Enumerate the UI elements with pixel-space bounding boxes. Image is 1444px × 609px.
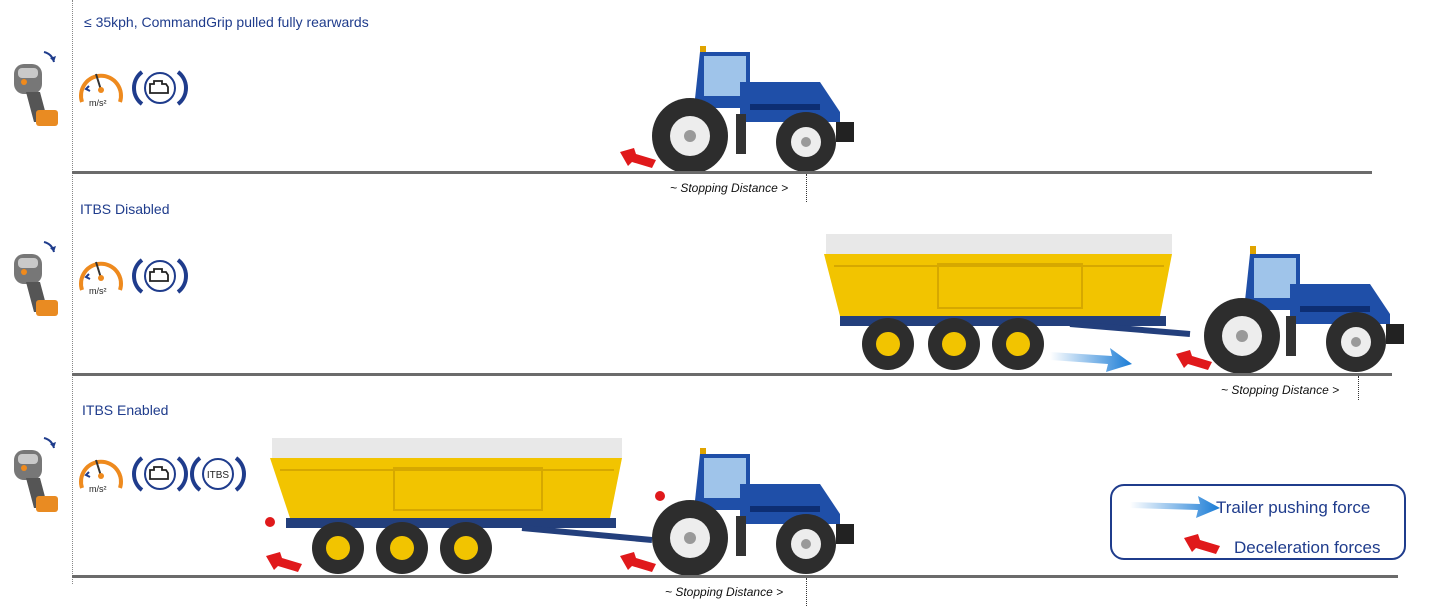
itbs-brake-icon: ITBS: [190, 456, 246, 492]
gauge-unit: m/s²: [89, 286, 107, 296]
tractor: [652, 46, 854, 174]
legend-trailer-push: Trailer pushing force: [1216, 498, 1371, 517]
tractor: [652, 448, 854, 576]
deceleration-gauge-icon: m/s²: [79, 261, 123, 296]
itbs-label: ITBS: [207, 470, 230, 481]
trailer-push-arrow: [1050, 348, 1132, 372]
ground-line: [72, 171, 1372, 174]
engine-brake-icon: [132, 456, 188, 492]
engine-brake-icon: [132, 258, 188, 294]
legend-deceleration: Deceleration forces: [1234, 538, 1381, 557]
tractor: [1204, 246, 1404, 374]
stopping-distance-label: ~ Stopping Distance >: [1221, 383, 1340, 397]
row-1-title: ≤ 35kph, CommandGrip pulled fully rearwa…: [84, 14, 369, 30]
commandgrip-lever-icon: [14, 241, 58, 316]
gauge-unit: m/s²: [89, 98, 107, 108]
stopping-distance-label: ~ Stopping Distance >: [670, 181, 789, 195]
commandgrip-lever-icon: [14, 437, 58, 512]
trailer-push-arrow: [1130, 496, 1220, 518]
stopping-marker: [806, 174, 807, 202]
deceleration-arrow: [1176, 350, 1212, 370]
deceleration-arrow: [620, 552, 656, 572]
stopping-distance-label: ~ Stopping Distance >: [665, 585, 784, 599]
commandgrip-lever-icon: [14, 51, 58, 126]
trailer: [824, 234, 1191, 370]
deceleration-arrow: [620, 148, 656, 168]
stopping-marker: [1358, 376, 1359, 400]
deceleration-arrow: [266, 552, 302, 572]
legend-box: Trailer pushing force Deceleration force…: [1110, 484, 1406, 560]
deceleration-gauge-icon: m/s²: [79, 459, 123, 494]
deceleration-gauge-icon: m/s²: [79, 73, 123, 108]
trailer: [265, 438, 653, 574]
engine-brake-icon: [132, 70, 188, 106]
deceleration-arrow: [1184, 534, 1220, 554]
gauge-unit: m/s²: [89, 484, 107, 494]
ground-line: [72, 373, 1392, 376]
row-3-title: ITBS Enabled: [82, 402, 169, 418]
row-2-title: ITBS Disabled: [80, 201, 170, 217]
ground-line: [72, 575, 1398, 578]
stopping-marker: [806, 578, 807, 606]
divider-line: [72, 0, 73, 584]
